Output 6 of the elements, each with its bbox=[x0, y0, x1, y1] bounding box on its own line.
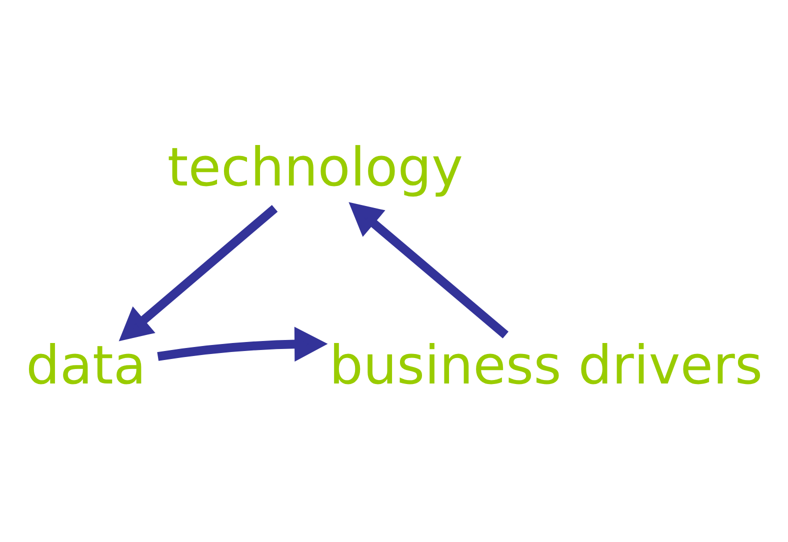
arrow bbox=[157, 326, 328, 362]
node-text: business drivers bbox=[329, 334, 763, 396]
node-text: technology bbox=[167, 136, 464, 198]
arrow bbox=[348, 202, 508, 338]
node-text: data bbox=[26, 334, 146, 396]
arrow bbox=[118, 204, 278, 341]
